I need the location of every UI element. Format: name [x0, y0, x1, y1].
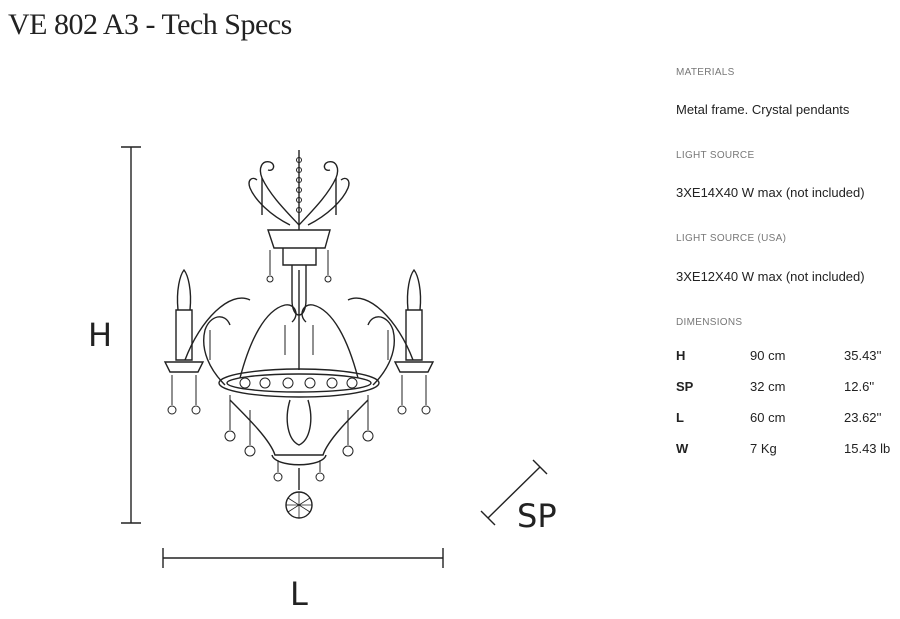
- dimensions-table: H 90 cm 35.43'' SP 32 cm 12.6'' L 60 cm …: [676, 340, 900, 464]
- page-title: VE 802 A3 - Tech Specs: [8, 8, 292, 41]
- depth-label: SP: [517, 497, 557, 535]
- dimension-metric: 90 cm: [750, 348, 786, 363]
- materials-heading: MATERIALS: [676, 67, 735, 78]
- length-label: L: [290, 575, 308, 613]
- light-source-usa-value: 3XE12X40 W max (not included): [676, 269, 865, 284]
- dimension-imperial: 35.43'': [844, 348, 882, 363]
- chandelier-outline: [163, 150, 435, 519]
- length-dimension-line: [162, 548, 444, 568]
- light-source-value: 3XE14X40 W max (not included): [676, 185, 865, 200]
- dimension-imperial: 23.62'': [844, 410, 882, 425]
- chandelier-drawing: [121, 146, 548, 568]
- dimension-key: SP: [676, 379, 694, 394]
- table-row: W 7 Kg 15.43 lb: [676, 433, 900, 464]
- height-label: H: [88, 316, 113, 354]
- light-source-usa-heading: LIGHT SOURCE (USA): [676, 233, 787, 244]
- dimensions-heading: DIMENSIONS: [676, 317, 743, 328]
- depth-dimension-line: [480, 459, 548, 526]
- table-row: SP 32 cm 12.6'': [676, 371, 900, 402]
- dimension-metric: 7 Kg: [750, 441, 777, 456]
- dimension-metric: 60 cm: [750, 410, 786, 425]
- dimension-key: L: [676, 410, 684, 425]
- light-source-heading: LIGHT SOURCE: [676, 150, 755, 161]
- table-row: H 90 cm 35.43'': [676, 340, 900, 371]
- height-dimension-line: [121, 146, 141, 524]
- dimension-imperial: 12.6'': [844, 379, 875, 394]
- dimension-metric: 32 cm: [750, 379, 786, 394]
- dimension-imperial: 15.43 lb: [844, 441, 891, 456]
- materials-value: Metal frame. Crystal pendants: [676, 102, 850, 117]
- table-row: L 60 cm 23.62'': [676, 402, 900, 433]
- dimension-key: H: [676, 348, 686, 363]
- dimension-key: W: [676, 441, 689, 456]
